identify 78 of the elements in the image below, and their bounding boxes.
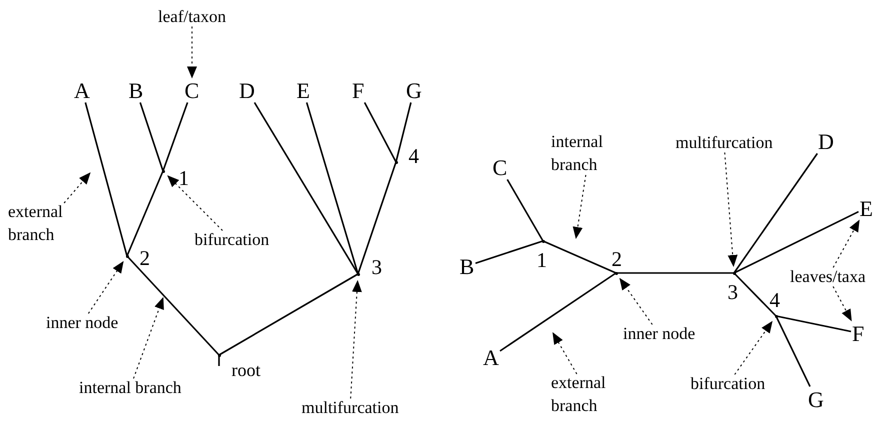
leader-arrow bbox=[619, 278, 653, 325]
annotation-label: leaf/taxon bbox=[158, 6, 226, 28]
annotation-label: multifurcation bbox=[302, 396, 399, 420]
taxon-label: D bbox=[818, 130, 834, 153]
tree-branch bbox=[616, 272, 734, 274]
leader-arrow bbox=[724, 152, 738, 267]
branch-junction bbox=[614, 272, 618, 274]
annotation-label: bifurcation bbox=[194, 228, 270, 252]
node-number: 4 bbox=[408, 146, 419, 166]
tree-branch bbox=[218, 273, 358, 356]
leader-arrow bbox=[572, 174, 586, 239]
tree-branch bbox=[775, 316, 811, 387]
taxon-label: D bbox=[239, 78, 255, 102]
tree-branch bbox=[126, 170, 164, 256]
branch-junction bbox=[732, 272, 736, 274]
tree-branch bbox=[254, 102, 359, 274]
leader-arrow bbox=[350, 280, 362, 399]
leader-arrow bbox=[734, 320, 773, 375]
tree-branch bbox=[506, 179, 544, 242]
annotation-label: inner node bbox=[46, 312, 118, 334]
taxon-label: C bbox=[492, 156, 508, 179]
tree-branch bbox=[162, 102, 188, 172]
taxon-label: F bbox=[352, 78, 364, 102]
tree-branch bbox=[733, 153, 818, 274]
annotation-label: bifurcation bbox=[690, 372, 766, 396]
tree-branch bbox=[306, 102, 359, 274]
leader-arrow bbox=[552, 332, 578, 374]
branch-junction bbox=[162, 170, 164, 172]
tree-branch bbox=[395, 102, 412, 162]
tree-branch bbox=[734, 210, 859, 274]
node-number: 2 bbox=[140, 248, 150, 268]
tree-branch bbox=[357, 162, 397, 274]
tree-branch bbox=[139, 102, 164, 172]
leader-arrow bbox=[167, 175, 223, 231]
annotation-label: external branch bbox=[551, 372, 627, 418]
node-number: 1 bbox=[178, 168, 189, 188]
annotation-label: internal branch bbox=[551, 131, 627, 177]
annotation-label: leaves/taxa bbox=[790, 266, 866, 288]
leader-arrow bbox=[88, 260, 124, 314]
taxon-label: B bbox=[128, 78, 144, 102]
tree-branch bbox=[364, 102, 397, 162]
tree-branch bbox=[475, 240, 544, 264]
root-label: root bbox=[232, 361, 260, 379]
taxon-label: E bbox=[296, 78, 310, 102]
taxon-label: A bbox=[74, 78, 90, 102]
node-number: 4 bbox=[770, 290, 780, 310]
leader-arrow bbox=[187, 26, 197, 78]
node-number: 3 bbox=[372, 256, 382, 278]
annotation-label: internal branch bbox=[79, 376, 182, 400]
leader-arrow bbox=[832, 286, 852, 322]
leader-arrow bbox=[133, 297, 164, 379]
node-number: 2 bbox=[612, 248, 622, 270]
tree-branch bbox=[126, 255, 220, 356]
taxon-label: E bbox=[860, 196, 873, 220]
branch-junction bbox=[356, 272, 360, 276]
tree-branch bbox=[84, 102, 128, 256]
node-number: 1 bbox=[536, 250, 547, 270]
taxon-label: A bbox=[483, 346, 499, 369]
branch-junction bbox=[774, 314, 778, 318]
taxon-label: B bbox=[460, 254, 474, 278]
node-number: 3 bbox=[728, 282, 738, 302]
leader-arrow bbox=[64, 172, 91, 204]
leader-arrow bbox=[832, 220, 860, 268]
annotation-label: inner node bbox=[623, 322, 696, 346]
branch-junction bbox=[126, 254, 128, 258]
tree-branch bbox=[733, 272, 777, 317]
tree-branch bbox=[542, 240, 616, 274]
tree-branch bbox=[500, 272, 616, 352]
taxon-label: G bbox=[406, 78, 422, 102]
annotation-label: external branch bbox=[8, 201, 84, 247]
taxon-label: C bbox=[184, 78, 200, 102]
taxon-label: G bbox=[808, 388, 824, 411]
branch-junction bbox=[394, 160, 398, 164]
taxon-label: F bbox=[852, 322, 864, 345]
tree-branch bbox=[776, 315, 852, 332]
annotation-label: multifurcation bbox=[676, 132, 773, 154]
branch-junction bbox=[218, 354, 220, 356]
branch-junction bbox=[542, 240, 544, 242]
